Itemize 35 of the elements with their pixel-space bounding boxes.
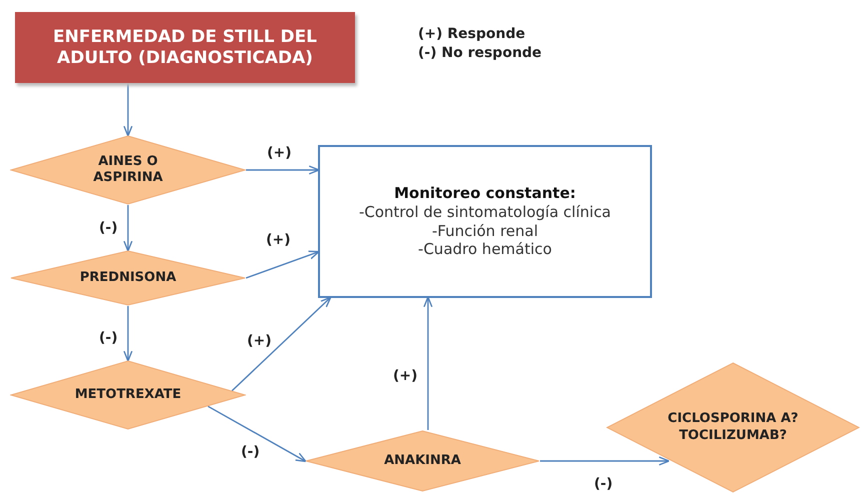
legend-note: (-) No responde: [418, 45, 542, 61]
edge-label: (+): [392, 368, 419, 384]
node-label: ANAKINRA: [384, 452, 461, 470]
arrow: [208, 406, 307, 462]
edge-label: (+): [265, 232, 292, 248]
monitoring-text: -Control de sintomatología clínica: [358, 202, 612, 222]
arrow: [246, 250, 320, 279]
node-label: ENFERMEDAD DE STILL DEL ADULTO (DIAGNOSTICADA): [52, 27, 318, 68]
monitoring-box: [318, 145, 652, 298]
edge-label: (+): [246, 333, 273, 349]
arrow: [232, 296, 332, 392]
arrow: [540, 456, 670, 466]
node-label: CICLOSPORINA A? TOCILIZUMAB?: [666, 411, 800, 444]
arrow: [123, 83, 133, 137]
monitoring-text: Monitoreo constante:: [394, 184, 576, 203]
edge-label: (+): [266, 145, 293, 161]
arrow: [246, 165, 320, 175]
diagnosis-box: [15, 12, 355, 83]
edge-label: (-): [98, 220, 119, 236]
legend-note: (+) Responde: [418, 26, 526, 42]
edge-label: (-): [98, 330, 119, 346]
node-label: METOTREXATE: [74, 386, 182, 404]
treatment-diamond: [305, 430, 540, 492]
edge-label: (-): [240, 444, 261, 460]
edge-label: (-): [593, 476, 614, 492]
node-label: AINES O ASPIRINA: [92, 154, 164, 186]
monitoring-text: -Cuadro hemático: [418, 240, 552, 259]
arrow: [423, 296, 433, 430]
monitoring-text: -Función renal: [432, 222, 538, 240]
treatment-diamond: [10, 360, 246, 430]
arrow: [123, 306, 133, 362]
treatment-diamond: [10, 135, 246, 205]
treatment-diamond: [10, 250, 246, 306]
arrow: [123, 205, 133, 252]
node-label: PREDNISONA: [80, 270, 176, 286]
